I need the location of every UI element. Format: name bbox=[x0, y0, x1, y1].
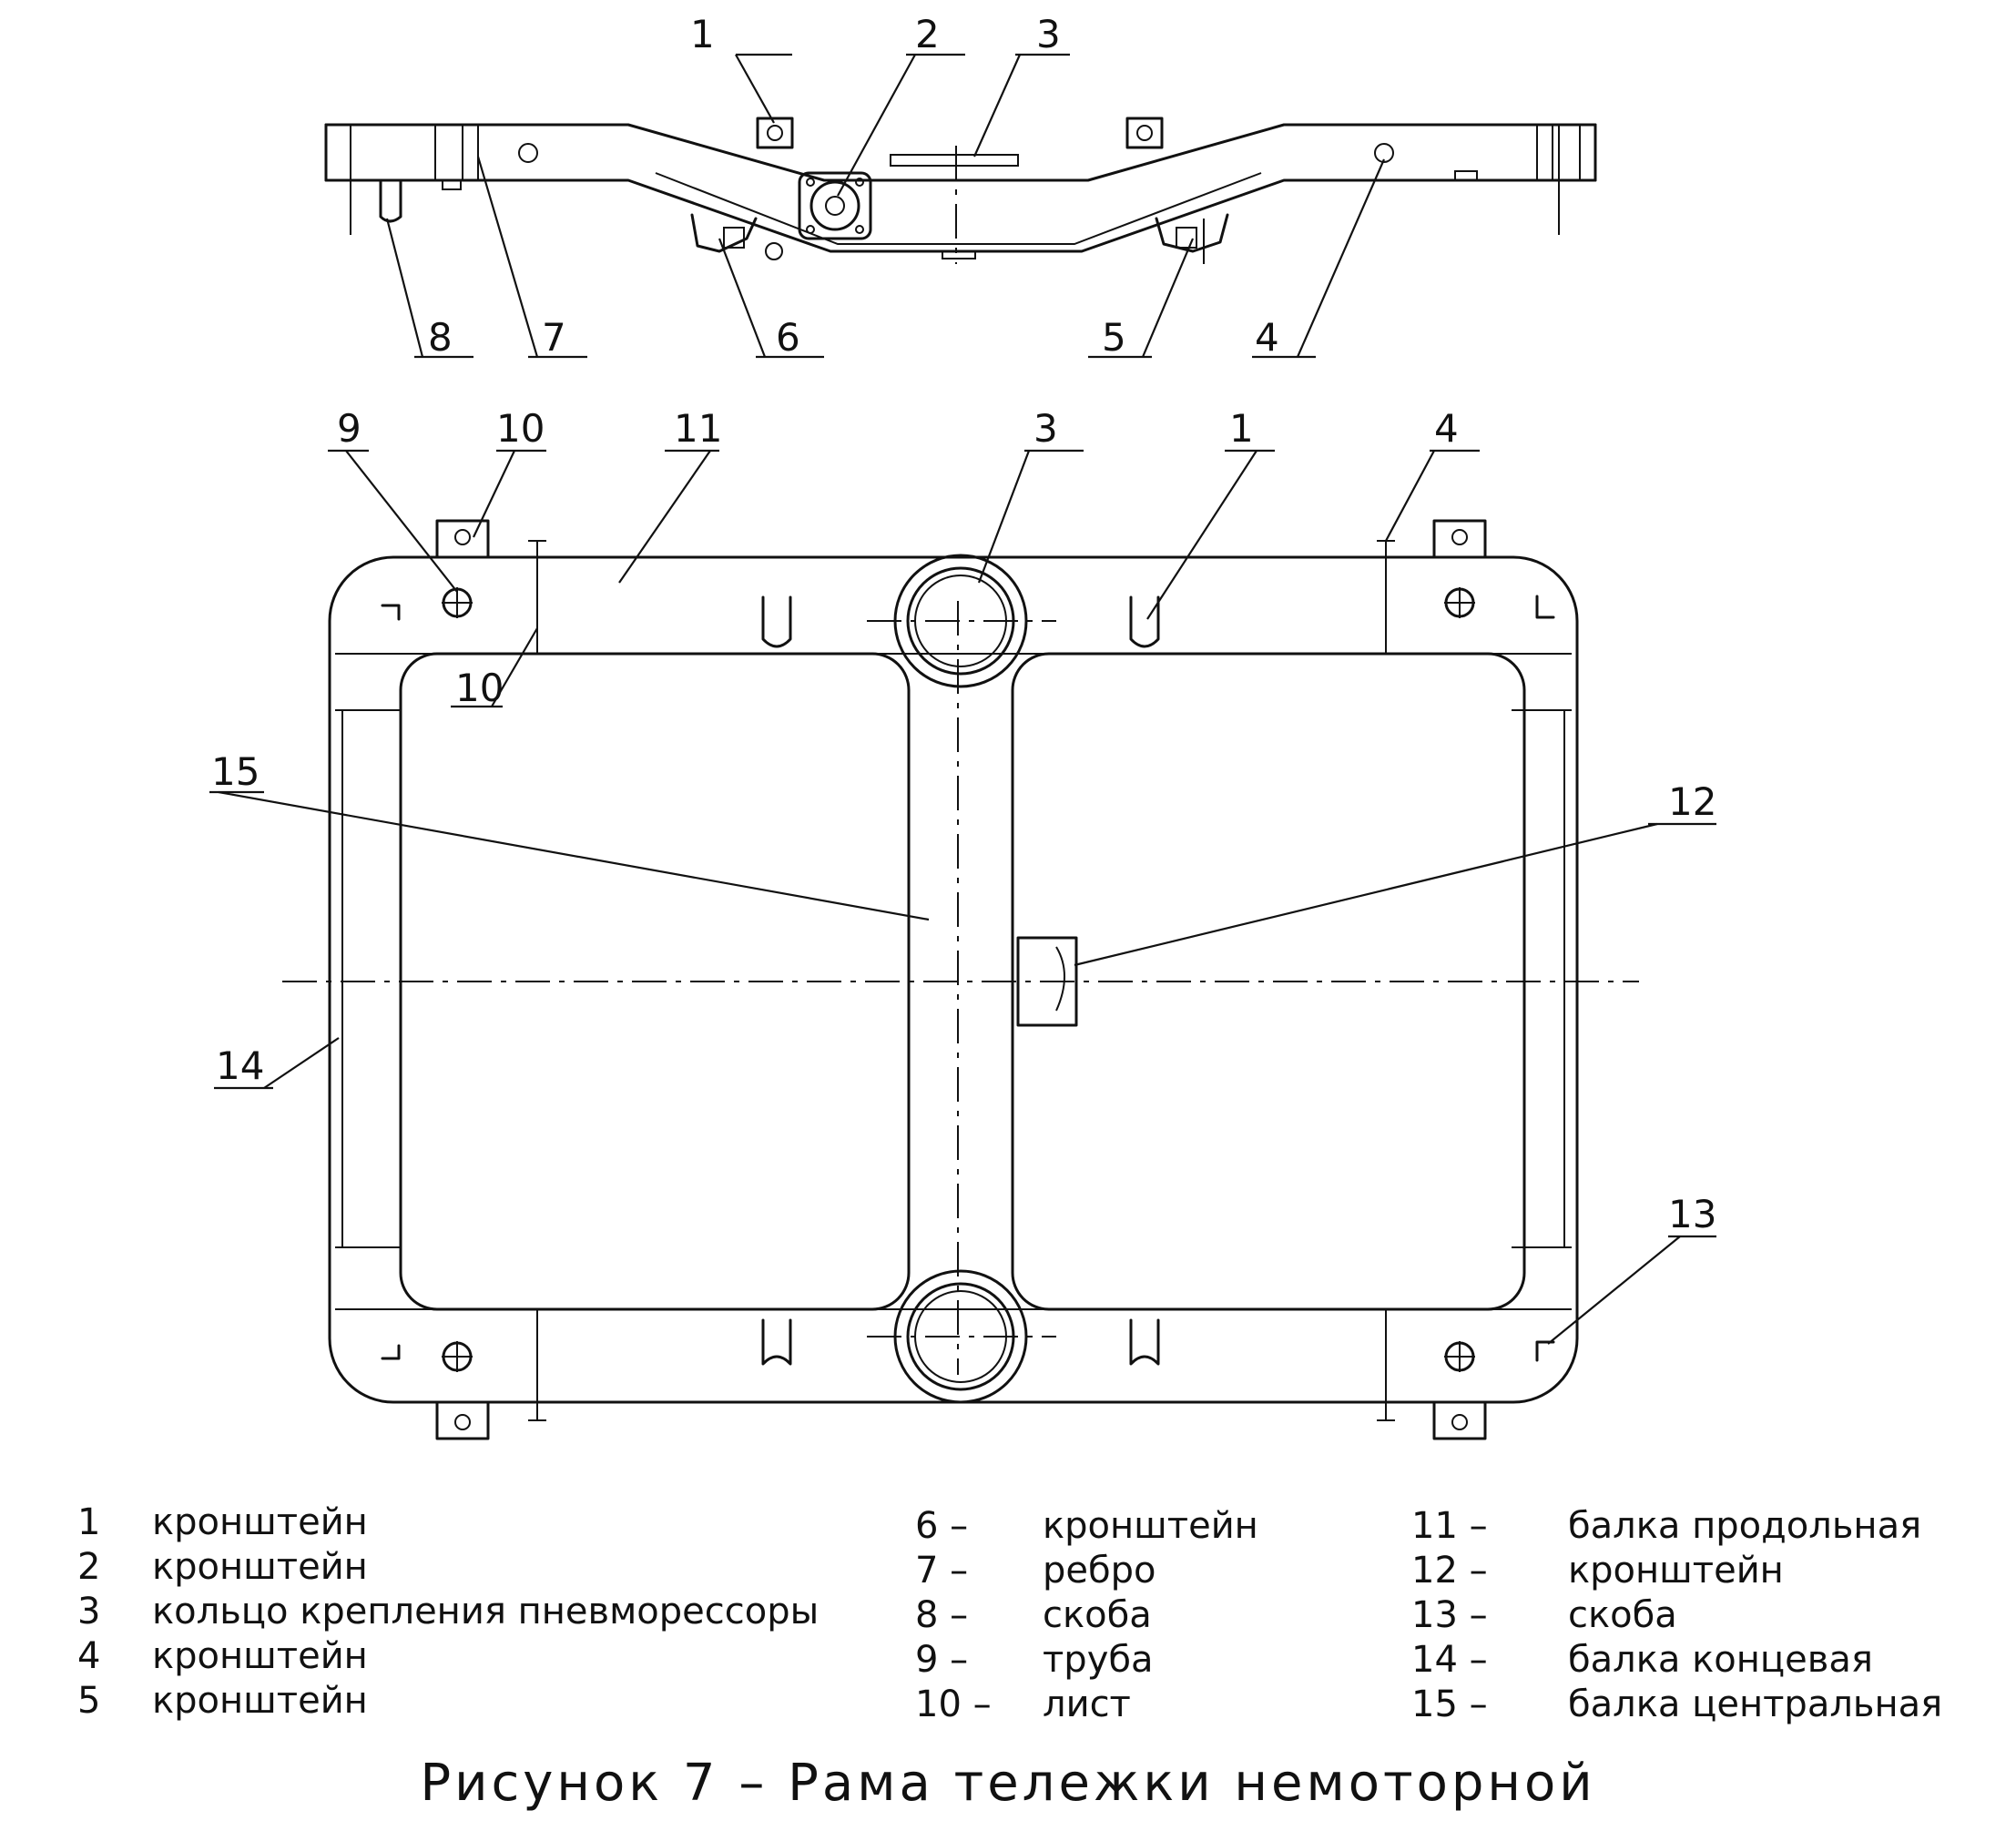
callout-side-2: 2 bbox=[915, 12, 940, 56]
callout-plan-9: 9 bbox=[337, 406, 361, 451]
legend-item-11: 11 –балка продольная bbox=[1411, 1505, 1922, 1547]
callout-plan-12: 12 bbox=[1668, 779, 1716, 824]
legend-item-12: 12 –кронштейн bbox=[1411, 1550, 1784, 1592]
plan-view: 9 10 11 3 1 4 10 15 12 14 13 bbox=[209, 406, 1716, 1440]
callout-side-7: 7 bbox=[542, 315, 566, 360]
callout-side-3: 3 bbox=[1036, 12, 1061, 56]
legend-item-10: 10 –лист bbox=[915, 1683, 1131, 1725]
legend-item-13: 13 –скоба bbox=[1411, 1594, 1677, 1636]
side-view: 1 2 3 8 7 6 5 4 bbox=[324, 12, 1597, 360]
callout-plan-11: 11 bbox=[674, 406, 722, 451]
callout-plan-3: 3 bbox=[1033, 406, 1058, 451]
legend-item-14: 14 –балка концевая bbox=[1411, 1639, 1873, 1681]
callout-plan-10-top: 10 bbox=[496, 406, 545, 451]
callout-plan-4: 4 bbox=[1434, 406, 1459, 451]
callout-side-8: 8 bbox=[428, 315, 453, 360]
legend-item-7: 7 –ребро bbox=[915, 1550, 1156, 1592]
callout-plan-1: 1 bbox=[1229, 406, 1254, 451]
legend-item-15: 15 –балка центральная bbox=[1411, 1683, 1943, 1725]
callout-side-6: 6 bbox=[776, 315, 800, 360]
legend-column-2: 6 –кронштейн 7 –ребро 8 –скоба 9 –труба … bbox=[915, 1504, 1258, 1727]
callout-plan-14: 14 bbox=[216, 1043, 264, 1088]
legend-item-6: 6 –кронштейн bbox=[915, 1505, 1258, 1547]
callout-side-1: 1 bbox=[690, 12, 715, 56]
legend-item-8: 8 –скоба bbox=[915, 1594, 1152, 1636]
legend-item-9: 9 –труба bbox=[915, 1639, 1154, 1681]
callout-plan-10-inner: 10 bbox=[455, 666, 504, 710]
figure-caption: Рисунок 7 – Рама тележки немоторной bbox=[420, 1754, 1596, 1813]
callout-side-4: 4 bbox=[1255, 315, 1279, 360]
legend-column-3: 11 –балка продольная 12 –кронштейн 13 –с… bbox=[1411, 1504, 1942, 1727]
callout-plan-13: 13 bbox=[1668, 1192, 1716, 1236]
callout-side-5: 5 bbox=[1102, 315, 1126, 360]
callout-plan-15: 15 bbox=[211, 749, 260, 794]
